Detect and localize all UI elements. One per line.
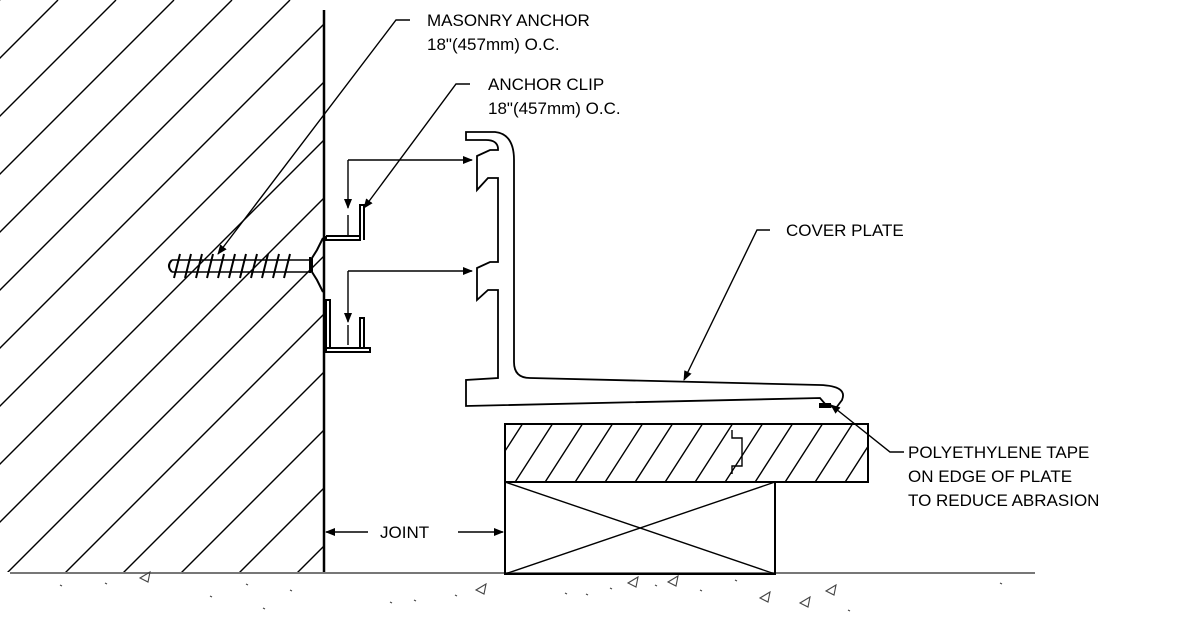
polyethylene-tape [819, 403, 831, 408]
cover-plate [465, 131, 844, 410]
tape-label-line1: POLYETHYLENE TAPE [908, 443, 1089, 462]
tape-label-line2: ON EDGE OF PLATE [908, 467, 1072, 486]
anchor-clip [325, 204, 371, 353]
leaders [217, 19, 904, 536]
joint-label: JOINT [380, 523, 429, 542]
masonry-wall [0, 0, 326, 574]
masonry-anchor-screw [168, 237, 324, 293]
anchor-clip-label: ANCHOR CLIP [488, 75, 604, 94]
floor-slab [10, 570, 1035, 612]
masonry-anchor-label: MASONRY ANCHOR [427, 11, 590, 30]
cover-plate-label: COVER PLATE [786, 221, 904, 240]
anchor-clip-spacing-label: 18"(457mm) O.C. [488, 99, 621, 118]
masonry-anchor-spacing-label: 18"(457mm) O.C. [427, 35, 560, 54]
wood-blocking [504, 423, 869, 483]
tape-label-line3: TO REDUCE ABRASION [908, 491, 1099, 510]
backing-block [504, 481, 776, 575]
